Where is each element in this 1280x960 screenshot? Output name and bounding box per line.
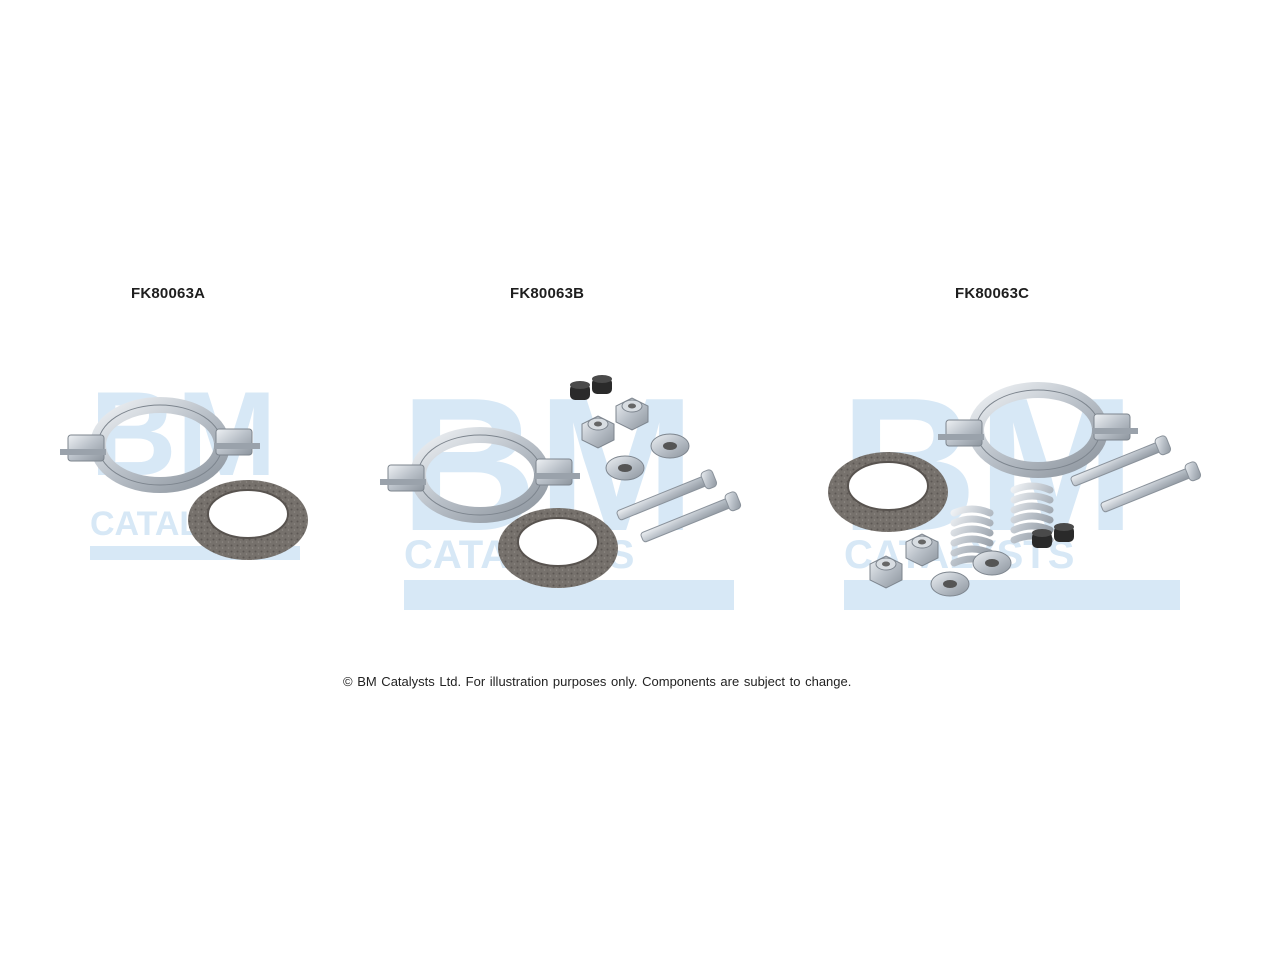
copyright-notice: © BM Catalysts Ltd. For illustration pur… [343, 674, 852, 689]
rubber-bush-icon [592, 375, 612, 394]
gasket-ring-icon [187, 479, 309, 561]
kit-label-a: FK80063A [131, 285, 206, 302]
washer-icon [972, 550, 1012, 576]
kit-illustration-a: BM CATALYSTS [60, 367, 309, 561]
rubber-bush-icon [1032, 529, 1052, 548]
washer-icon [930, 571, 970, 597]
rubber-bush-icon [1054, 523, 1074, 542]
gasket-ring-icon [827, 451, 949, 533]
gasket-ring-icon [497, 507, 619, 589]
washer-icon [650, 433, 690, 459]
kit-illustration-c: BM CATALYSTS [827, 359, 1203, 610]
kit-illustration-b: BM CATALYSTS [380, 359, 743, 610]
rubber-bush-icon [570, 381, 590, 400]
kit-label-b: FK80063B [510, 285, 585, 302]
kit-label-c: FK80063C [955, 285, 1030, 302]
washer-icon [605, 455, 645, 481]
